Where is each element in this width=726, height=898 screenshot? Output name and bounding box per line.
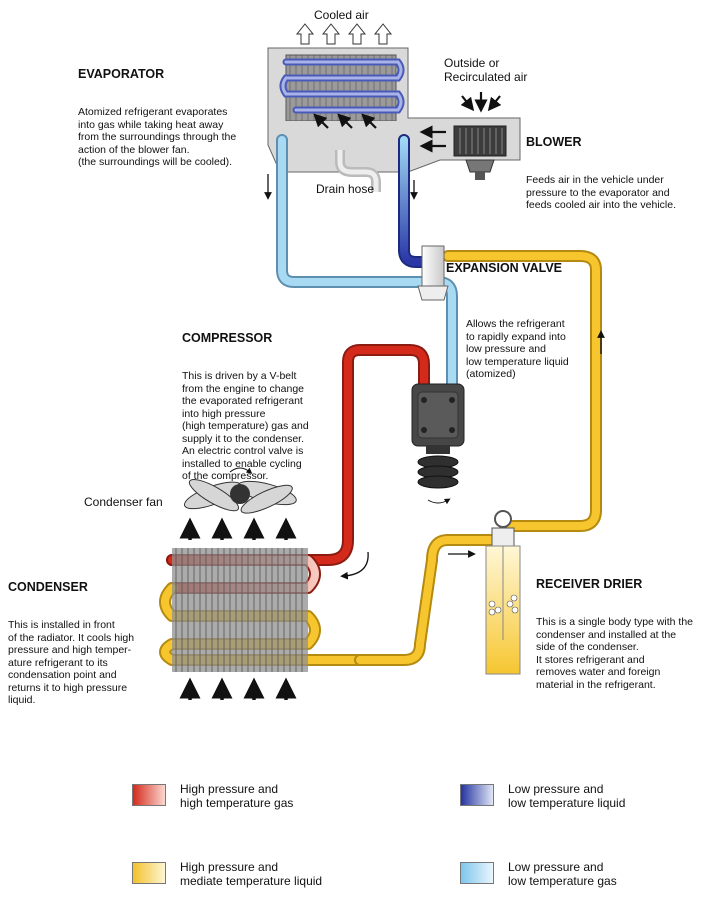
condenser-core <box>172 548 308 672</box>
legend-swatch-high-pressure-gas <box>132 784 166 806</box>
condenser-description: This is installed in front of the radiat… <box>8 619 135 706</box>
evaporator-callout: EVAPORATOR Atomized refrigerant evaporat… <box>78 42 236 181</box>
drain-hose-label: Drain hose <box>316 182 375 196</box>
compressor-description: This is driven by a V-belt from the engi… <box>182 370 309 482</box>
legend-label-high-pressure-gas: High pressure and high temperature gas <box>180 782 294 810</box>
expansion-valve <box>417 245 449 301</box>
evaporator-housing <box>267 47 521 192</box>
condenser-callout: CONDENSER This is installed in front of … <box>8 555 134 719</box>
legend-label-high-pressure-liquid: High pressure and mediate temperature li… <box>180 860 323 888</box>
condenser-title: CONDENSER <box>8 580 88 594</box>
evaporator-description: Atomized refrigerant evaporates into gas… <box>78 106 237 168</box>
expansion-valve-callout: EXPANSION VALVE Allows the refrigerant t… <box>446 236 569 393</box>
blower-callout: BLOWER Feeds air in the vehicle under pr… <box>526 110 676 224</box>
receiver-drier-callout: RECEIVER DRIER This is a single body typ… <box>536 552 693 704</box>
legend-label-low-pressure-gas: Low pressure and low temperature gas <box>508 860 617 888</box>
cooled-air-arrows <box>295 23 393 45</box>
legend-swatch-low-pressure-gas <box>460 862 494 884</box>
cooled-air-label: Cooled air <box>314 8 369 22</box>
compressor-callout: COMPRESSOR This is driven by a V-belt fr… <box>182 306 309 495</box>
receiver-drier-description: This is a single body type with the cond… <box>536 616 693 691</box>
condenser-fan-label: Condenser fan <box>84 495 163 509</box>
condenser-airflow-arrows <box>179 517 297 700</box>
blower-title: BLOWER <box>526 135 582 149</box>
flow-direction-arrows <box>264 174 605 580</box>
outside-air-label: Outside or Recirculated air <box>444 56 528 84</box>
fan-icon <box>183 467 297 514</box>
compressor <box>411 383 465 505</box>
airflow-arrows <box>313 92 502 153</box>
refrigerant-lines <box>159 134 602 666</box>
receiver-drier-title: RECEIVER DRIER <box>536 577 643 591</box>
expansion-valve-description: Allows the refrigerant to rapidly expand… <box>466 318 569 380</box>
compressor-title: COMPRESSOR <box>182 331 273 345</box>
legend-swatch-low-pressure-liquid <box>460 784 494 806</box>
legend-swatch-high-pressure-liquid <box>132 862 166 884</box>
receiver-drier-icon <box>485 510 521 675</box>
expansion-valve-title: EXPANSION VALVE <box>446 261 562 275</box>
blower-description: Feeds air in the vehicle under pressure … <box>526 174 677 211</box>
evaporator-title: EVAPORATOR <box>78 67 165 81</box>
legend-label-low-pressure-liquid: Low pressure and low temperature liquid <box>508 782 626 810</box>
